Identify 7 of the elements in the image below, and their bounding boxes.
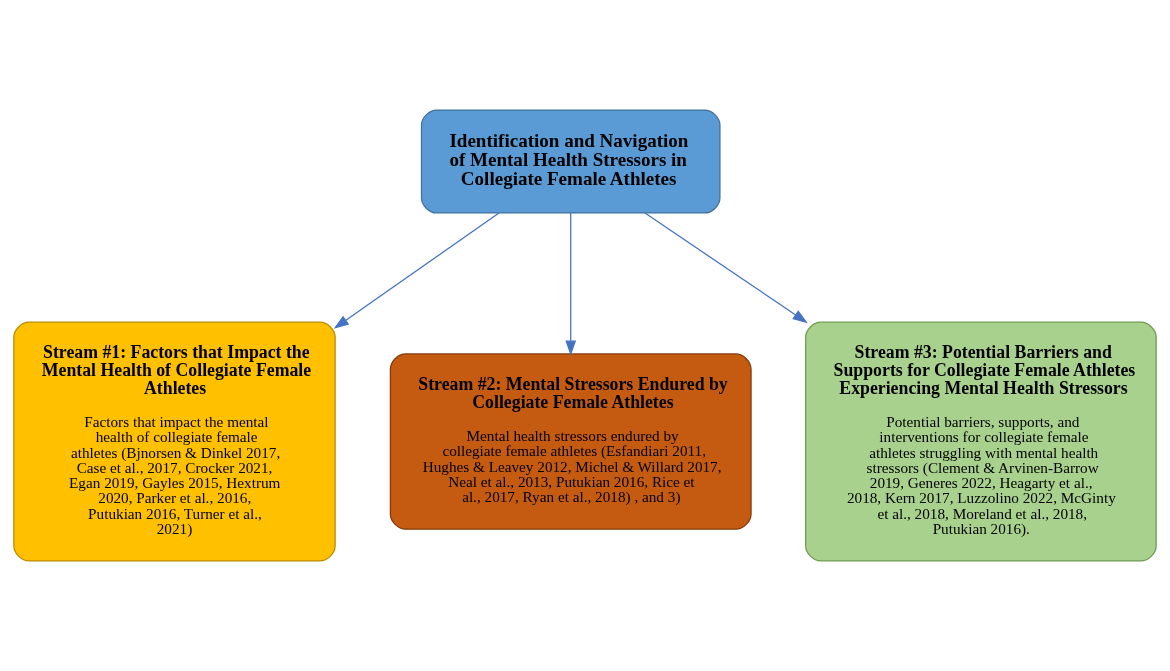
arrow	[333, 212, 500, 329]
node-box: Stream #2: Mental Stressors Endured by Collegiate Female Athletes Mental health stressors endured by collegiate female athletes (Esfandiari 2011, Hughes & Leavey 2012, Michel & Willard 2017, Neal et al., 2013, Putukian 2016, Rice et al., 2017, Ryan et al., 2018) , and 3)	[389, 353, 752, 530]
arrow	[565, 212, 577, 356]
node-box: Stream #1: Factors that Impact the Mental Health of Collegiate Female Athletes Factors that impact the mental health of collegiate female athletes (Bjnorsen & Dinkel 2017, Case et al., 2017, Crocker 2021, Egan 2019, Gayles 2015, Hextrum 2020, Parker et al., 2016, Putukian 2016, Turner et al., 2021)	[13, 321, 336, 562]
node-box: Stream #3: Potential Barriers and Supports for Collegiate Female Athletes Experiencing Mental Health Stressors Potential barriers, supports, and interventions for collegiate female athletes struggling with mental health stressors (Clement & Arvinen-Barrow 2019, Generes 2022, Heagarty et al., 2018, Kern 2017, Luzzolino 2022, McGinty et al., 2018, Moreland et al., 2018, Putukian 2016).	[805, 321, 1157, 562]
node-box: Identification and Navigation of Mental Health Stressors in Collegiate Female Athletes	[420, 109, 721, 214]
arrow	[644, 212, 808, 324]
